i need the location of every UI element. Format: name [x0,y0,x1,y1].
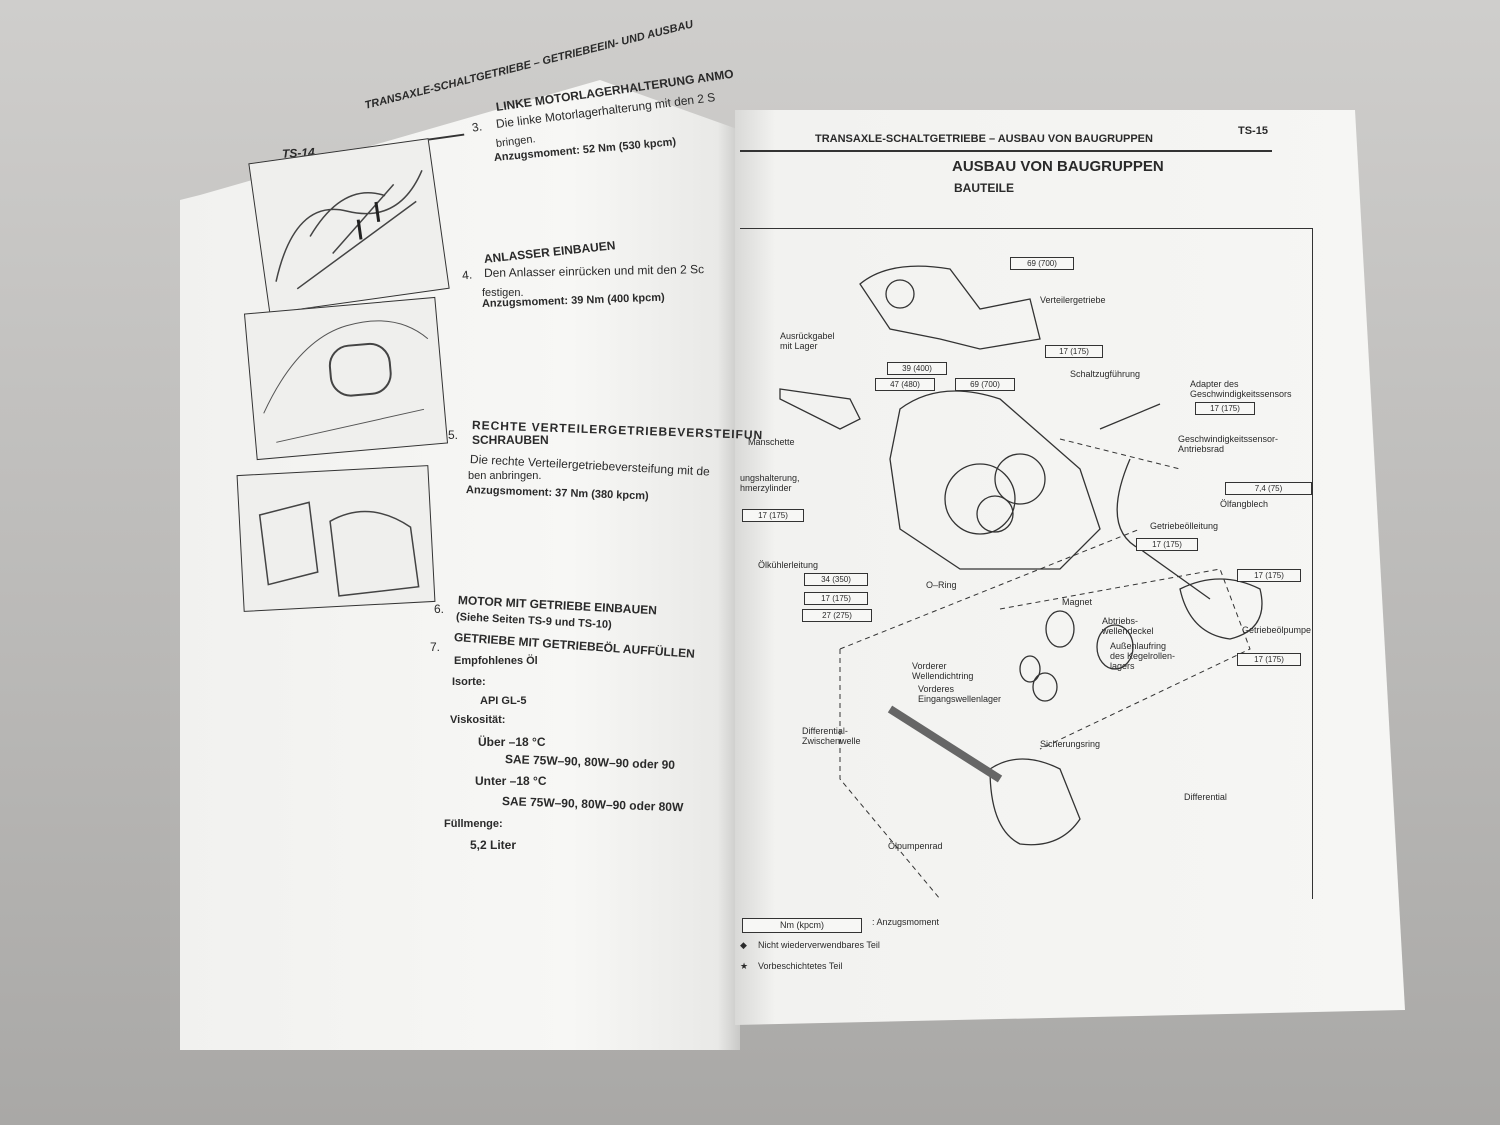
step-5-number: 5. [448,428,459,442]
oil-capacity: 5,2 Liter [470,838,517,852]
torque-box: 69 (700) [1010,257,1074,270]
step-5-body-2: ben anbringen. [468,470,542,482]
label-halterung-1: ungshalterung, [740,473,800,483]
legend-non-reusable: Nicht wiederverwendbares Teil [758,940,880,950]
step-4-body-2: festigen. [482,287,524,299]
transaxle-drawing [779,265,1263,899]
label-vorderer-dichtring-2: Wellendichtring [912,671,974,681]
label-mit-lager: mit Lager [780,341,818,351]
header-rule [740,150,1272,152]
oil-capacity-label: Füllmenge: [444,818,503,830]
oil-grade: API GL-5 [480,695,527,707]
right-page-number: TS-15 [1238,125,1268,137]
label-o-ring: O–Ring [926,580,957,590]
label-diff-welle-2: Zwischenwelle [802,736,861,746]
label-aussenlaufring-1: Außenlaufring [1110,641,1167,651]
torque-box: 34 (350) [804,573,868,586]
label-manschette: Manschette [748,437,795,447]
label-magnet: Magnet [1062,597,1093,607]
legend-precoated: Vorbeschichtetes Teil [758,961,843,971]
torque-box: 17 (175) [1136,538,1198,551]
torque-box: 69 (700) [955,378,1015,391]
star-icon: ★ [740,961,749,971]
label-halterung-2: hmerzylinder [740,483,792,493]
label-diff-welle-1: Differential- [802,726,848,736]
right-page-header: TRANSAXLE-SCHALTGETRIEBE – AUSBAU VON BA… [815,133,1153,145]
diamond-icon: ◆ [740,940,747,950]
label-oelfangblech: Ölfangblech [1220,499,1269,509]
label-abtrieb-1: Abtriebs- [1102,616,1139,626]
torque-box: 17 (175) [742,509,804,522]
exploded-view-diagram: 69 (700) Verteilergetriebe Ausrückgabel … [740,228,1313,899]
label-vorderes-lager-1: Vorderes [918,684,955,694]
step-3-number: 3. [470,119,484,135]
label-getriebeoelpumpe: Getriebeölpumpe [1242,625,1312,635]
label-vorderes-lager-2: Eingangswellenlager [918,694,1002,704]
oil-above-temp: Über –18 °C [478,735,546,749]
torque-box: 17 (175) [1045,345,1103,358]
label-getriebeoelleitung: Getriebeölleitung [1150,521,1219,531]
label-oelpumpenrad: Ölpumpenrad [888,841,943,851]
torque-box: 17 (175) [1237,569,1301,582]
label-differential: Differential [1184,792,1227,802]
label-sensor-1: Geschwindigkeitssensor- [1178,434,1279,444]
label-ausrueckgabel: Ausrückgabel [780,331,835,341]
torque-box: 7,4 (75) [1225,482,1312,495]
label-abtrieb-2: wellendeckel [1102,626,1154,636]
label-adapter-1: Adapter des [1190,379,1239,389]
label-adapter-2: Geschwindigkeitssensors [1190,389,1292,399]
label-verteilergetriebe: Verteilergetriebe [1040,295,1106,305]
step-4-number: 4. [461,267,473,283]
label-aussenlaufring-3: lagers [1110,661,1135,671]
step-6-number: 6. [434,602,445,616]
label-sicherungsring: Sicherungsring [1040,739,1101,749]
figure-motor-mount [248,138,450,314]
label-aussenlaufring-2: des Kegelrollen- [1110,651,1176,661]
torque-box: 17 (175) [1237,653,1301,666]
torque-box: 47 (480) [875,378,935,391]
step-5-title-2: SCHRAUBEN [472,433,549,447]
oil-grade-label: Isorte: [452,676,486,688]
legend-unit-box: Nm (kpcm) [742,918,862,933]
torque-box: 17 (175) [1195,402,1255,415]
torque-box: 39 (400) [887,362,947,375]
figure-starter [243,296,449,461]
torque-box: 27 (275) [802,609,872,622]
oil-viscosity-label: Viskosität: [450,714,506,726]
torque-box: 17 (175) [804,592,868,605]
step-7-number: 7. [430,640,441,654]
section-subtitle: BAUTEILE [954,181,1014,195]
oil-recommended: Empfohlenes Öl [454,655,538,667]
label-schaltzugfuehrung: Schaltzugführung [1070,369,1141,379]
label-oelkuehlerleitung: Ölkühlerleitung [758,560,819,570]
section-title: AUSBAU VON BAUGRUPPEN [952,158,1164,175]
label-sensor-2: Antriebsrad [1178,444,1225,454]
label-vorderer-dichtring-1: Vorderer [912,661,947,671]
figure-transfer-brace [236,465,436,612]
oil-below-temp: Unter –18 °C [475,774,547,788]
legend-unit-description: : Anzugsmoment [872,917,940,927]
